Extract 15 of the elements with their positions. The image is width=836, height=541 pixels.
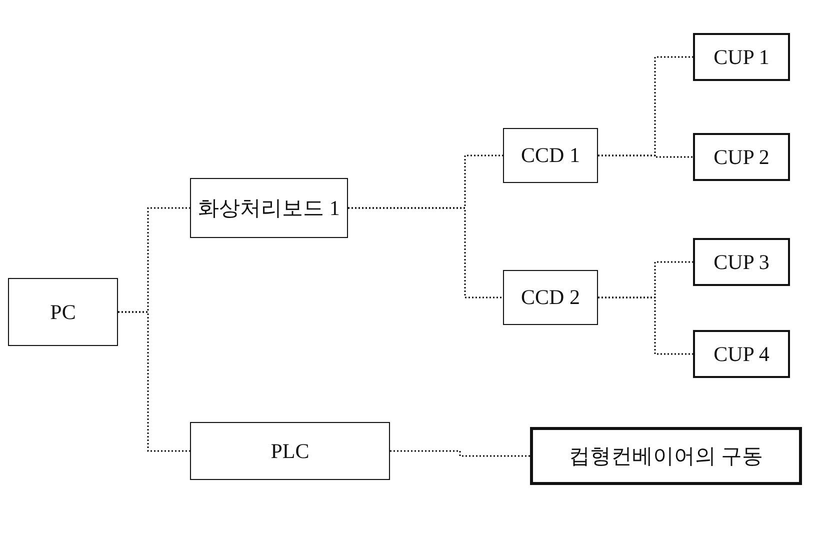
process-box: 화상처리보드 1 — [190, 178, 348, 238]
process-box: PLC — [190, 422, 390, 480]
connector-line — [390, 450, 530, 457]
process-box: CUP 4 — [693, 330, 790, 378]
connector-line — [118, 311, 190, 452]
connector-line — [348, 207, 503, 298]
connector-line — [598, 296, 693, 355]
process-box: 컵형컨베이어의 구동 — [530, 427, 802, 485]
process-box: CCD 2 — [503, 270, 598, 325]
process-box: CUP 3 — [693, 238, 790, 286]
process-box: CUP 2 — [693, 133, 790, 181]
process-box: CUP 1 — [693, 33, 790, 81]
process-box: CCD 1 — [503, 128, 598, 183]
process-box: PC — [8, 278, 118, 346]
connector-line — [598, 154, 693, 158]
